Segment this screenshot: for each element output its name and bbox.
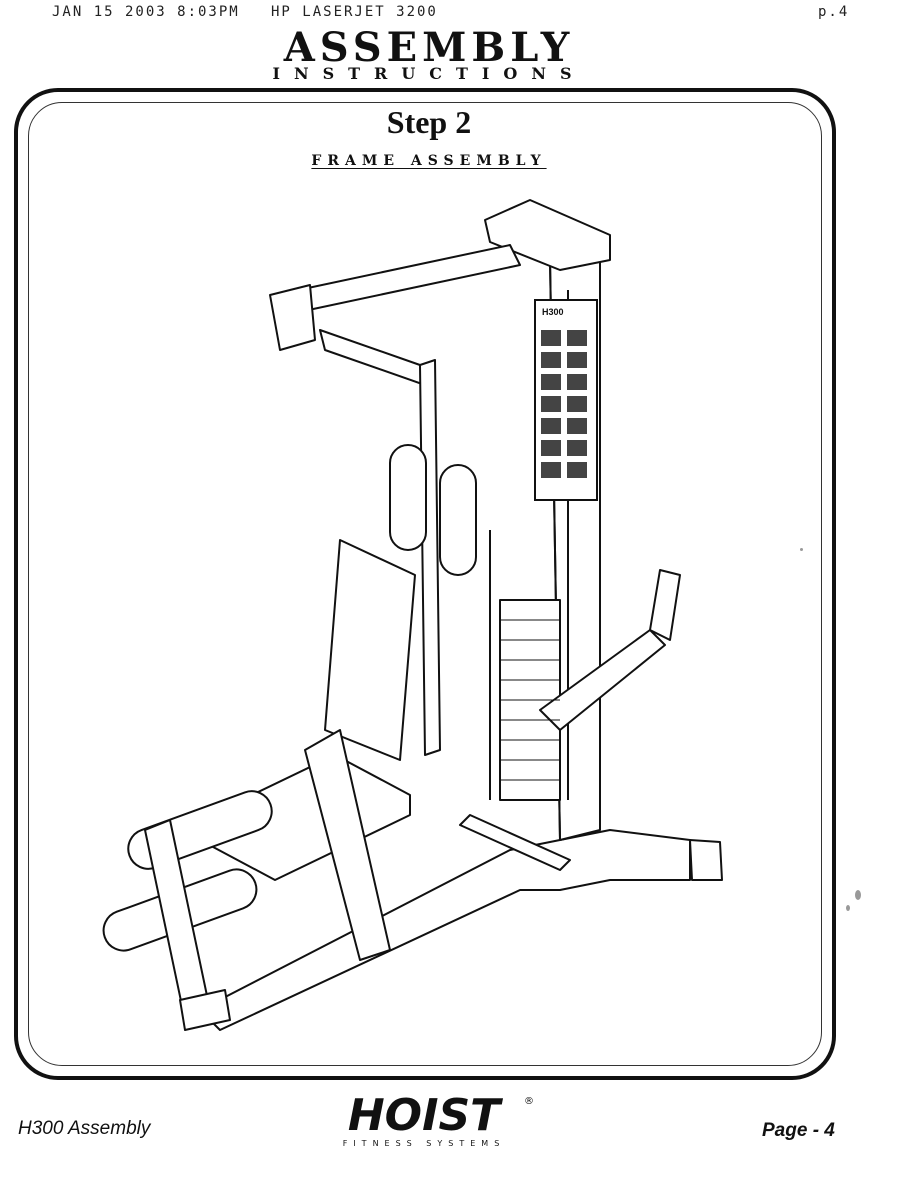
placard-brand: H300 <box>542 307 564 317</box>
scan-speck <box>800 548 803 551</box>
front-foot <box>179 989 231 1031</box>
step-subtitle: FRAME ASSEMBLY <box>0 150 858 169</box>
seat-support <box>304 729 391 961</box>
step-subtitle-text: FRAME ASSEMBLY <box>311 153 547 169</box>
fax-header-text: JAN 15 2003 8:03PM HP LASERJET 3200 <box>52 4 438 20</box>
footer-model-label: H300 Assembly <box>18 1118 151 1139</box>
press-handle-grip <box>649 569 681 641</box>
logo-wordmark: HOIST <box>348 1090 503 1141</box>
hoist-logo: HOIST ® FITNESS SYSTEMS <box>343 1090 534 1148</box>
press-handle <box>539 629 666 731</box>
butterfly-pad-left <box>389 444 427 551</box>
butterfly-pad-right <box>439 464 477 576</box>
page-title: ASSEMBLY <box>283 24 575 71</box>
tower-cap <box>484 199 611 271</box>
scan-speck <box>846 905 850 911</box>
seat-back <box>324 539 416 761</box>
instruction-panel <box>14 88 836 1080</box>
exercise-placard: H300 <box>534 299 598 501</box>
top-pulley-bracket <box>269 284 316 351</box>
home-gym-illustration: H300 <box>102 199 723 1031</box>
rear-post <box>419 359 441 756</box>
fax-page-number: p.4 <box>818 4 850 20</box>
base-frame <box>199 829 691 1031</box>
weight-plates <box>500 619 560 781</box>
page-subtitle: INSTRUCTIONS <box>272 64 586 83</box>
rear-foot <box>689 839 723 881</box>
footer-page-number: Page - 4 <box>762 1120 835 1141</box>
instruction-panel-inner-border <box>28 102 822 1066</box>
fax-header: JAN 15 2003 8:03PM HP LASERJET 3200 p.4 <box>0 4 918 24</box>
logo-tagline: FITNESS SYSTEMS <box>343 1139 506 1148</box>
logo-registered-mark: ® <box>524 1096 534 1107</box>
lower-arm <box>459 814 571 871</box>
press-arm <box>319 329 426 386</box>
scan-speck <box>855 890 861 900</box>
step-title: Step 2 <box>386 104 472 140</box>
